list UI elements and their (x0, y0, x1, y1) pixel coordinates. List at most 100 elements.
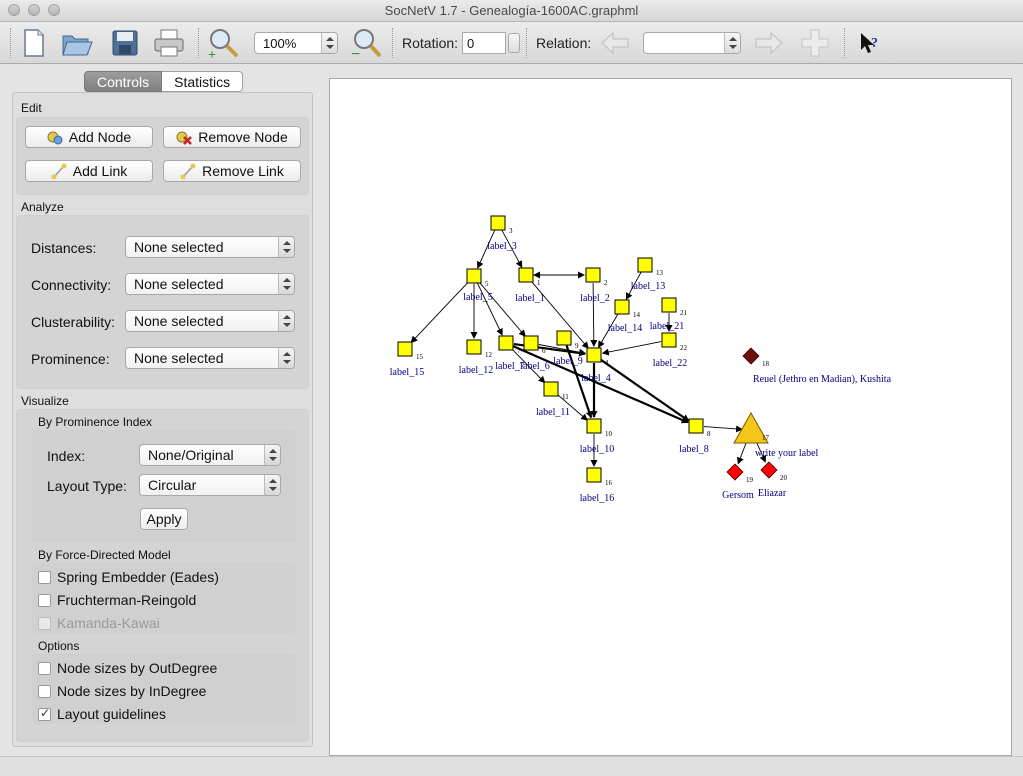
graph-edge[interactable] (625, 271, 642, 300)
node-shape[interactable] (742, 347, 760, 365)
whats-this-button[interactable]: ? (854, 26, 888, 60)
tab-controls[interactable]: Controls (84, 71, 163, 92)
node-shape[interactable] (498, 335, 514, 351)
indegree-size-checkbox[interactable]: Node sizes by InDegree (38, 683, 206, 699)
graph-edge[interactable] (410, 281, 469, 344)
node-shape[interactable] (726, 463, 744, 481)
node-shape[interactable] (466, 268, 482, 284)
add-link-button[interactable]: Add Link (25, 160, 153, 182)
distances-select[interactable]: None selected (125, 236, 295, 258)
graph-edge[interactable] (538, 344, 587, 356)
rotation-input[interactable]: 0 (462, 32, 506, 54)
graph-edge[interactable] (477, 283, 503, 336)
graph-edge[interactable] (598, 313, 619, 349)
new-file-button[interactable] (16, 26, 50, 60)
zoom-select[interactable]: 100% (254, 32, 338, 54)
graph-edge[interactable] (501, 229, 523, 268)
node-shape[interactable] (466, 339, 482, 355)
apply-button[interactable]: Apply (140, 508, 188, 530)
graph-edge[interactable] (476, 230, 496, 269)
minimize-window-button[interactable] (28, 4, 40, 16)
save-disk-icon (112, 30, 138, 56)
remove-node-button[interactable]: Remove Node (163, 126, 301, 148)
graph-edge[interactable] (556, 393, 588, 421)
prominence-select[interactable]: None selected (125, 347, 295, 369)
tab-statistics[interactable]: Statistics (162, 71, 244, 92)
next-relation-button[interactable] (752, 26, 786, 60)
relation-select[interactable] (643, 32, 741, 54)
node-shape[interactable] (586, 347, 602, 363)
remove-link-button[interactable]: Remove Link (163, 160, 301, 182)
graph-edge[interactable] (565, 345, 593, 419)
node-shape[interactable] (637, 257, 653, 273)
node-shape[interactable] (518, 267, 534, 283)
add-node-button[interactable]: Add Node (25, 126, 153, 148)
node-shape[interactable] (586, 467, 602, 483)
zoom-out-button[interactable]: − (347, 26, 381, 60)
index-select[interactable]: None/Original (139, 444, 281, 466)
fruchterman-reingold-checkbox[interactable]: Fruchterman-Reingold (38, 592, 196, 608)
rotation-stepper[interactable] (508, 33, 520, 53)
outdegree-size-checkbox[interactable]: Node sizes by OutDegree (38, 660, 217, 676)
graph-edge[interactable] (590, 282, 598, 348)
close-window-button[interactable] (8, 4, 20, 16)
graph-edge[interactable] (511, 348, 546, 384)
graph-edge[interactable] (601, 341, 662, 356)
graph-edge[interactable] (530, 280, 589, 349)
layout-type-select[interactable]: Circular (139, 474, 281, 496)
node-shape[interactable] (397, 341, 413, 357)
zoom-window-button[interactable] (48, 4, 60, 16)
print-button[interactable] (152, 26, 186, 60)
node-shape[interactable] (614, 299, 630, 315)
graph-edge[interactable] (599, 358, 690, 422)
node-shape[interactable] (760, 461, 778, 479)
previous-relation-button[interactable] (598, 26, 632, 60)
graph-edge[interactable] (512, 345, 689, 424)
connectivity-select[interactable]: None selected (125, 273, 295, 295)
node-shape[interactable] (523, 335, 539, 351)
node-shape[interactable] (586, 418, 602, 434)
save-button[interactable] (108, 26, 142, 60)
node-shape[interactable] (688, 418, 704, 434)
open-file-button[interactable] (60, 26, 94, 60)
clusterability-select[interactable]: None selected (125, 310, 295, 332)
graph-edge[interactable] (703, 425, 744, 433)
node-shape[interactable] (733, 411, 769, 444)
spring-embedder-checkbox[interactable]: Spring Embedder (Eades) (38, 569, 219, 585)
layout-guidelines-checkbox[interactable]: Layout guidelines (38, 706, 166, 722)
graph-edge[interactable] (478, 281, 526, 337)
node-shape[interactable] (543, 381, 559, 397)
node-shape[interactable] (556, 330, 572, 346)
add-relation-button[interactable] (798, 26, 832, 60)
node-shape[interactable] (585, 267, 601, 283)
node-shape[interactable] (661, 332, 677, 348)
node-shape[interactable] (490, 215, 506, 231)
chevron-updown-icon (264, 445, 280, 465)
node-shape[interactable] (661, 297, 677, 313)
zoom-in-button[interactable]: + (206, 26, 240, 60)
